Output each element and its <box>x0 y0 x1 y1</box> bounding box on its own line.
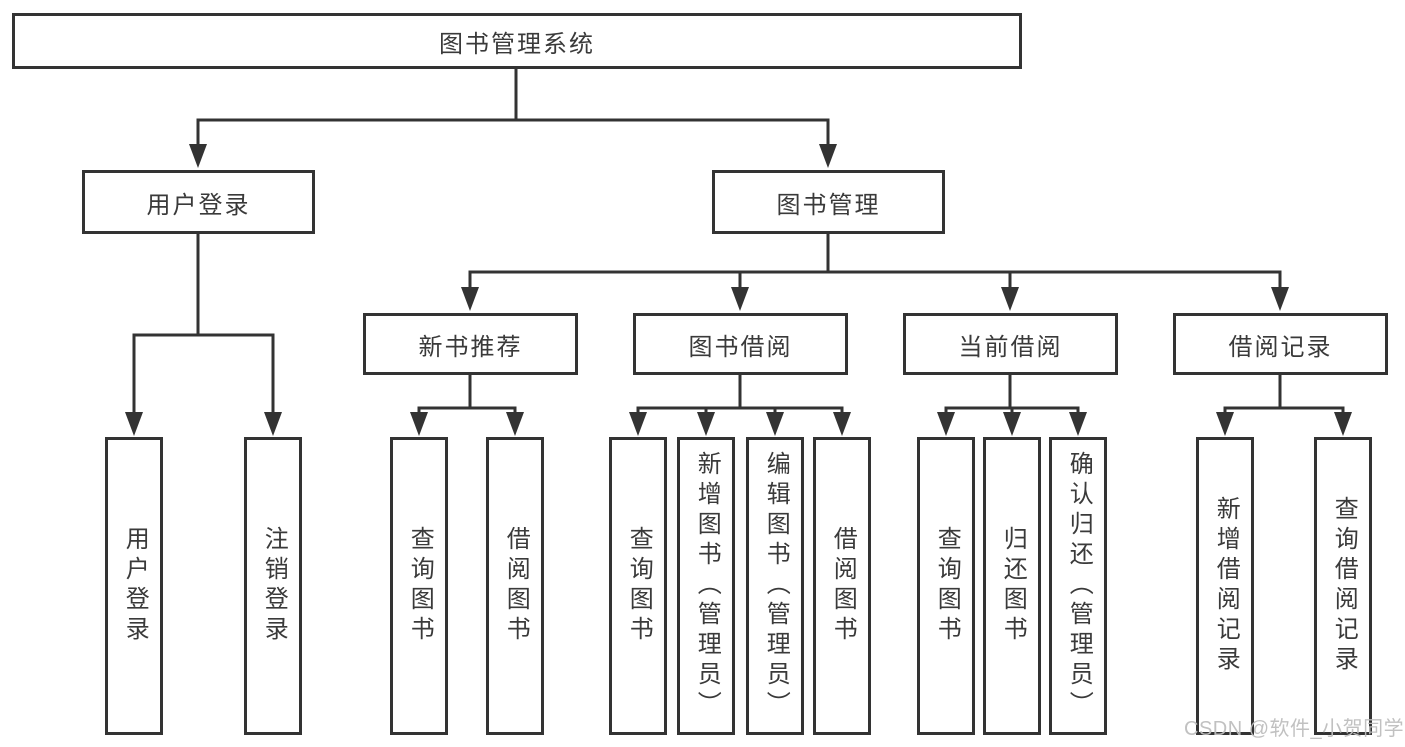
arrowhead <box>1271 287 1289 311</box>
leaf-edit-books-admin-label: 编辑图书（管理员） <box>762 451 790 721</box>
leaf-edit-books-admin: 编辑图书（管理员） <box>746 437 804 735</box>
leaf-confirm-return-admin: 确认归还（管理员） <box>1049 437 1107 735</box>
arrowhead <box>937 412 955 436</box>
node-new-book-recommend-label: 新书推荐 <box>418 333 523 361</box>
node-borrow-records-label: 借阅记录 <box>1228 333 1333 361</box>
node-book-borrow-label: 图书借阅 <box>688 333 793 361</box>
node-current-borrow: 当前借阅 <box>903 313 1118 375</box>
leaf-query-books-recommend: 查询图书 <box>390 437 448 735</box>
node-book-management: 图书管理 <box>712 170 945 234</box>
leaf-return-books: 归还图书 <box>983 437 1041 735</box>
leaf-borrow-books-recommend-label: 借阅图书 <box>502 526 530 646</box>
arrowhead <box>1334 412 1352 436</box>
node-book-management-label: 图书管理 <box>776 191 881 219</box>
connector-borrow-records-children <box>1216 375 1352 436</box>
csdn-watermark: CSDN @软件_小贺同学 <box>1184 718 1405 740</box>
node-borrow-records: 借阅记录 <box>1173 313 1388 375</box>
node-root-label: 图书管理系统 <box>439 30 595 58</box>
arrowhead <box>1069 412 1087 436</box>
connector-root-to-level2 <box>189 68 837 168</box>
arrowhead <box>410 412 428 436</box>
leaf-borrow-books-recommend: 借阅图书 <box>486 437 544 735</box>
leaf-logout: 注销登录 <box>244 437 302 735</box>
node-book-borrow: 图书借阅 <box>633 313 848 375</box>
node-root: 图书管理系统 <box>12 13 1022 69</box>
arrowhead <box>731 287 749 311</box>
leaf-add-borrow-record: 新增借阅记录 <box>1196 437 1254 735</box>
arrowhead <box>819 144 837 168</box>
arrowhead <box>1003 412 1021 436</box>
arrowhead <box>125 412 143 436</box>
leaf-user-login-label: 用户登录 <box>121 526 149 646</box>
arrowhead <box>833 412 851 436</box>
connector-book-borrow-children <box>629 375 851 436</box>
connector-book-management-children <box>461 234 1289 311</box>
leaf-add-books-admin-label: 新增图书（管理员） <box>693 451 721 721</box>
leaf-query-books-current-label: 查询图书 <box>933 526 961 646</box>
leaf-logout-label: 注销登录 <box>260 526 288 646</box>
leaf-query-borrow-record: 查询借阅记录 <box>1314 437 1372 735</box>
leaf-borrow-books-label: 借阅图书 <box>829 526 857 646</box>
arrowhead <box>506 412 524 436</box>
leaf-query-books-recommend-label: 查询图书 <box>406 526 434 646</box>
leaf-add-borrow-record-label: 新增借阅记录 <box>1212 496 1240 676</box>
leaf-borrow-books: 借阅图书 <box>813 437 871 735</box>
node-user-login-label: 用户登录 <box>146 191 251 219</box>
leaf-user-login: 用户登录 <box>105 437 163 735</box>
arrowhead <box>766 412 784 436</box>
arrowhead <box>264 412 282 436</box>
arrowhead <box>461 287 479 311</box>
leaf-query-books-borrow: 查询图书 <box>609 437 667 735</box>
node-user-login: 用户登录 <box>82 170 315 234</box>
arrowhead <box>1216 412 1234 436</box>
leaf-add-books-admin: 新增图书（管理员） <box>677 437 735 735</box>
node-new-book-recommend: 新书推荐 <box>363 313 578 375</box>
connector-user-login-children <box>125 234 282 436</box>
connector-current-borrow-children <box>937 375 1087 436</box>
leaf-query-borrow-record-label: 查询借阅记录 <box>1330 496 1358 676</box>
leaf-confirm-return-admin-label: 确认归还（管理员） <box>1065 451 1093 721</box>
arrowhead <box>1001 287 1019 311</box>
connector-new-book-children <box>410 375 524 436</box>
arrowhead <box>629 412 647 436</box>
arrowhead <box>697 412 715 436</box>
arrowhead <box>189 144 207 168</box>
leaf-query-books-borrow-label: 查询图书 <box>625 526 653 646</box>
leaf-query-books-current: 查询图书 <box>917 437 975 735</box>
leaf-return-books-label: 归还图书 <box>999 526 1027 646</box>
node-current-borrow-label: 当前借阅 <box>958 333 1063 361</box>
